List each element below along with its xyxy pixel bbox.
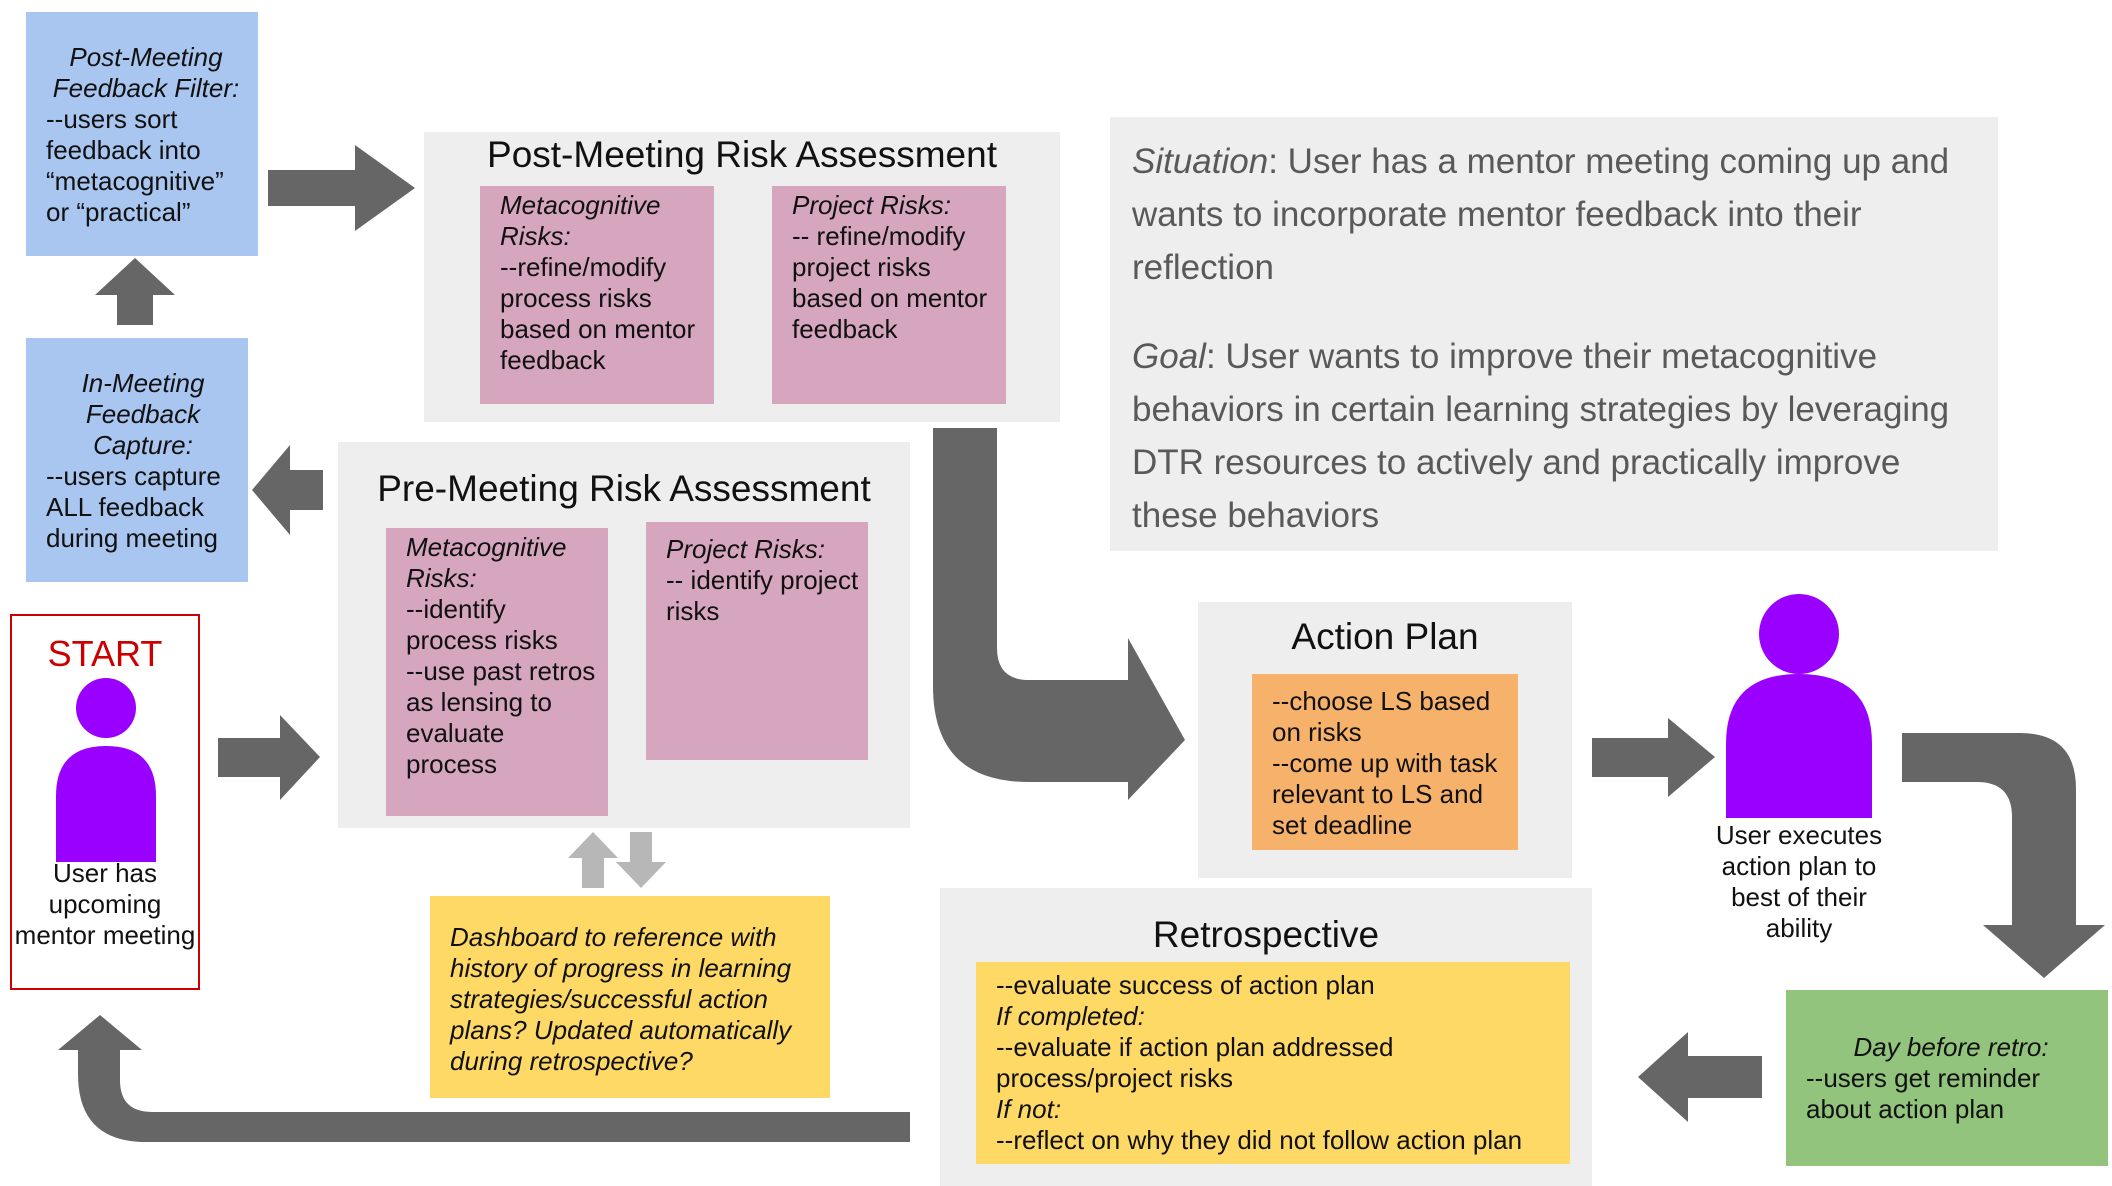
- arrow-dashboard-down: [616, 832, 666, 888]
- pre-meeting-risk-assessment: Pre-Meeting Risk Assessment Metacognitiv…: [338, 442, 910, 828]
- day-before-body: --users get reminder about action plan: [1806, 1063, 2041, 1124]
- retrospective-box: Retrospective --evaluate success of acti…: [940, 888, 1592, 1186]
- arrow-retro-to-start: [58, 1015, 910, 1142]
- situation-goal-box: Situation: User has a mentor meeting com…: [1110, 117, 1998, 551]
- goal-label: Goal: [1132, 337, 1206, 376]
- start-caption: User has upcoming mentor meeting: [14, 858, 196, 950]
- post-project-risks: Project Risks: -- refine/modify project …: [772, 186, 1006, 404]
- filter-title: Post-Meeting Feedback Filter:: [52, 42, 240, 103]
- post-project-title: Project Risks:: [792, 190, 951, 220]
- arrow-dashboard-up: [568, 832, 618, 888]
- retro-if-not: If not:: [996, 1094, 1062, 1124]
- post-meeting-risk-assessment: Post-Meeting Risk Assessment Metacogniti…: [424, 132, 1060, 422]
- retrospective-details: --evaluate success of action plan If com…: [976, 962, 1570, 1164]
- day-before-retro-box: Day before retro: --users get reminder a…: [1786, 990, 2108, 1166]
- goal-text: Goal: User wants to improve their metaco…: [1132, 330, 1982, 542]
- situation-text: Situation: User has a mentor meeting com…: [1132, 135, 1982, 294]
- capture-body: --users capture ALL feedback during meet…: [46, 461, 221, 553]
- action-plan-body: --choose LS based on risks --come up wit…: [1272, 686, 1498, 840]
- pre-project-body: -- identify project risks: [666, 565, 859, 626]
- pre-meta-title: Metacognitive Risks:: [406, 532, 567, 593]
- pre-meta-body: --identify process risks --use past retr…: [406, 594, 596, 779]
- arrow-action-to-user: [1592, 718, 1715, 797]
- retro-if-completed: If completed:: [996, 1001, 1145, 1031]
- retro-line-1: --evaluate success of action plan: [996, 970, 1375, 1000]
- day-before-title: Day before retro:: [1853, 1032, 2049, 1062]
- pre-project-risks: Project Risks: -- identify project risks: [646, 522, 868, 760]
- pre-project-title: Project Risks:: [666, 534, 825, 564]
- arrow-pre-to-capture: [252, 445, 323, 535]
- user-executes-caption: User executes action plan to best of the…: [1715, 820, 1883, 943]
- retro-line-2: --evaluate if action plan addressed proc…: [996, 1032, 1394, 1093]
- start-box: START User has upcoming mentor meeting: [10, 614, 200, 990]
- situation-body: : User has a mentor meeting coming up an…: [1132, 142, 1950, 287]
- post-meta-body: --refine/modify process risks based on m…: [500, 252, 696, 375]
- arrow-reminder-to-retro: [1638, 1032, 1762, 1122]
- dashboard-body: Dashboard to reference with history of p…: [450, 922, 792, 1076]
- arrow-capture-to-filter: [95, 258, 175, 325]
- in-meeting-feedback-capture-box: In-Meeting Feedback Capture: --users cap…: [26, 338, 248, 582]
- post-meeting-feedback-filter-box: Post-Meeting Feedback Filter: --users so…: [26, 12, 258, 256]
- situation-label: Situation: [1132, 142, 1269, 181]
- goal-body: : User wants to improve their metacognit…: [1132, 337, 1950, 535]
- arrow-filter-to-post: [268, 145, 415, 231]
- person-icon: [1726, 594, 1872, 818]
- action-plan-title: Action Plan: [1291, 616, 1479, 657]
- action-plan-details: --choose LS based on risks --come up wit…: [1252, 674, 1518, 850]
- arrow-post-to-action: [933, 428, 1185, 800]
- post-meta-title: Metacognitive Risks:: [500, 190, 661, 251]
- dashboard-note: Dashboard to reference with history of p…: [430, 896, 830, 1098]
- person-icon: [56, 678, 156, 862]
- arrow-user-to-reminder: [1902, 733, 2105, 978]
- start-label: START: [47, 633, 163, 674]
- pre-assessment-title: Pre-Meeting Risk Assessment: [377, 468, 871, 509]
- retro-line-3: --reflect on why they did not follow act…: [996, 1125, 1523, 1155]
- pre-metacognitive-risks: Metacognitive Risks: --identify process …: [386, 528, 608, 816]
- retrospective-title: Retrospective: [1152, 914, 1380, 955]
- filter-body: --users sort feedback into “metacognitiv…: [46, 104, 224, 227]
- action-plan-box: Action Plan --choose LS based on risks -…: [1198, 602, 1572, 878]
- post-project-body: -- refine/modify project risks based on …: [792, 221, 988, 344]
- post-assessment-title: Post-Meeting Risk Assessment: [487, 134, 997, 175]
- post-metacognitive-risks: Metacognitive Risks: --refine/modify pro…: [480, 186, 714, 404]
- arrow-start-to-pre: [218, 715, 320, 800]
- capture-title: In-Meeting Feedback Capture:: [81, 368, 205, 460]
